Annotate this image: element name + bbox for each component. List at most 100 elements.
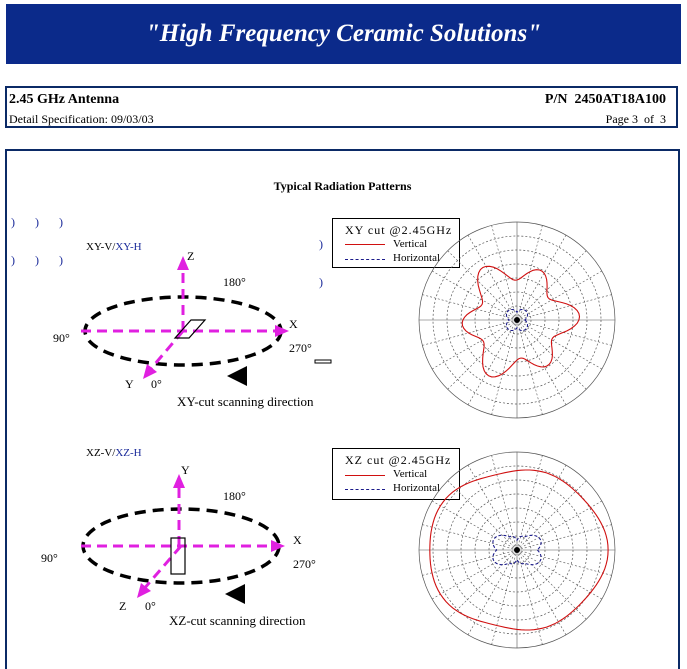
xy-legend-title: XY cut @2.45GHz [345, 223, 453, 237]
polar-grid-spoke [467, 234, 518, 321]
stray-mark: ) [11, 253, 15, 267]
xy-axis-y: Y [125, 377, 134, 391]
stray-mark: ) [35, 215, 39, 229]
xy-v-label: XY-V/ [86, 241, 116, 253]
xy-cut-label: XY-V/XY-H [86, 241, 142, 253]
polar-grid-spoke [422, 549, 518, 576]
polar-grid-spoke [422, 319, 518, 346]
polar-grid-spoke [431, 319, 518, 370]
xy-y-arrow [143, 364, 157, 379]
xz-coordinate-diagram [81, 474, 285, 604]
xy-antenna-chip [173, 319, 207, 339]
polar-grid-spoke [467, 464, 518, 551]
xz-z-axis [141, 545, 183, 591]
radiation-patterns-section: Typical Radiation Patterns ) ) ) ) ) ) )… [5, 149, 680, 669]
xz-scan-caption: XZ-cut scanning direction [169, 613, 306, 628]
banner-title: "High Frequency Ceramic Solutions" [145, 20, 542, 47]
polar-grid-spoke [431, 549, 518, 600]
polar-grid-spoke [516, 549, 612, 576]
polar-grid-spoke [516, 234, 567, 321]
xz-legend-title: XZ cut @2.45GHz [345, 453, 452, 467]
polar-grid-spoke [516, 524, 612, 551]
polar-grid-spoke [467, 549, 518, 636]
xz-axis-y: Y [181, 463, 190, 477]
polar-center [514, 317, 520, 323]
stray-mark: ) [59, 253, 63, 267]
xz-vertical-trace [429, 469, 609, 631]
polar-grid-spoke [516, 464, 567, 551]
polar-grid-spoke [516, 294, 612, 321]
xz-cut-label: XZ-V/XZ-H [86, 447, 142, 459]
xz-y-arrow [173, 474, 185, 488]
section-title: Typical Radiation Patterns [273, 179, 412, 193]
polar-center [514, 547, 520, 553]
xz-z-arrow [137, 583, 151, 598]
polar-grid-spoke [516, 319, 603, 370]
xy-polar-plot [418, 221, 616, 419]
xz-deg-180: 180° [223, 489, 246, 503]
xz-legend-horizontal-swatch [345, 489, 385, 490]
polar-grid-spoke [447, 480, 518, 551]
xz-legend-horizontal: Horizontal [393, 482, 441, 494]
xz-legend-vertical-swatch [345, 475, 385, 476]
polar-grid-spoke [447, 319, 518, 390]
xz-axis-x: X [293, 533, 302, 547]
xy-axis-x: X [289, 317, 298, 331]
stray-mark: ) [59, 215, 63, 229]
xy-h-label: XY-H [115, 241, 142, 253]
polar-grid-spoke [516, 549, 567, 636]
polar-grid-spoke [516, 319, 612, 346]
stray-mark: ) [319, 275, 323, 289]
xz-deg-0: 0° [145, 599, 156, 613]
xz-deg-270: 270° [293, 557, 316, 571]
xz-h-label: XZ-H [115, 447, 142, 459]
polar-grid-spoke [516, 270, 603, 321]
xy-axis-z: Z [187, 249, 195, 263]
xy-deg-90: 90° [53, 331, 70, 345]
xy-scan-arrow [227, 366, 247, 386]
polar-grid-spoke [422, 524, 518, 551]
polar-grid-spoke [516, 225, 543, 321]
spec-header: 2.45 GHz Antenna P/N 2450AT18A100 Detail… [5, 86, 678, 128]
xy-deg-270: 270° [289, 341, 312, 355]
polar-grid-spoke [431, 270, 518, 321]
xy-x-arrow [275, 325, 289, 337]
polar-grid-spoke [516, 250, 587, 321]
xy-deg-180: 180° [223, 275, 246, 289]
stray-mark: ) [319, 237, 323, 251]
xz-deg-90: 90° [41, 551, 58, 565]
polar-grid-spoke [491, 455, 518, 551]
xz-v-label: XZ-V/ [86, 447, 116, 459]
xy-z-arrow [177, 256, 189, 270]
polar-grid-spoke [516, 319, 543, 415]
polar-grid-spoke [516, 319, 587, 390]
polar-grid-spoke [516, 500, 603, 551]
polar-grid-spoke [491, 549, 518, 645]
xz-legend-vertical: Vertical [393, 468, 428, 480]
xy-scan-caption: XY-cut scanning direction [177, 394, 314, 409]
product-name: 2.45 GHz Antenna [9, 92, 120, 107]
xy-legend-vertical-swatch [345, 244, 385, 245]
polar-grid-spoke [422, 294, 518, 321]
xy-legend-horizontal: Horizontal [393, 252, 441, 264]
xy-legend-horizontal-swatch [345, 259, 385, 260]
title-banner: "High Frequency Ceramic Solutions" [6, 4, 681, 64]
part-number: P/N 2450AT18A100 [544, 92, 666, 107]
xy-legend: XY cut @2.45GHz Vertical Horizontal [332, 218, 460, 268]
xy-legend-vertical: Vertical [393, 238, 428, 250]
polar-grid-spoke [491, 319, 518, 415]
polar-grid-spoke [516, 549, 603, 600]
xz-horizontal-trace [492, 534, 542, 566]
polar-grid-spoke [447, 250, 518, 321]
stray-mark: ) [35, 253, 39, 267]
xz-axis-z: Z [119, 599, 127, 613]
polar-grid-spoke [431, 500, 518, 551]
polar-grid-spoke [447, 549, 518, 620]
xy-small-box [314, 359, 332, 364]
xz-polar-plot [418, 451, 616, 649]
polar-grid-spoke [516, 319, 567, 406]
xz-scan-arrow [225, 584, 245, 604]
spec-date: Detail Specification: 09/03/03 [9, 112, 154, 126]
xy-deg-0: 0° [151, 377, 162, 391]
polar-grid-spoke [467, 319, 518, 406]
